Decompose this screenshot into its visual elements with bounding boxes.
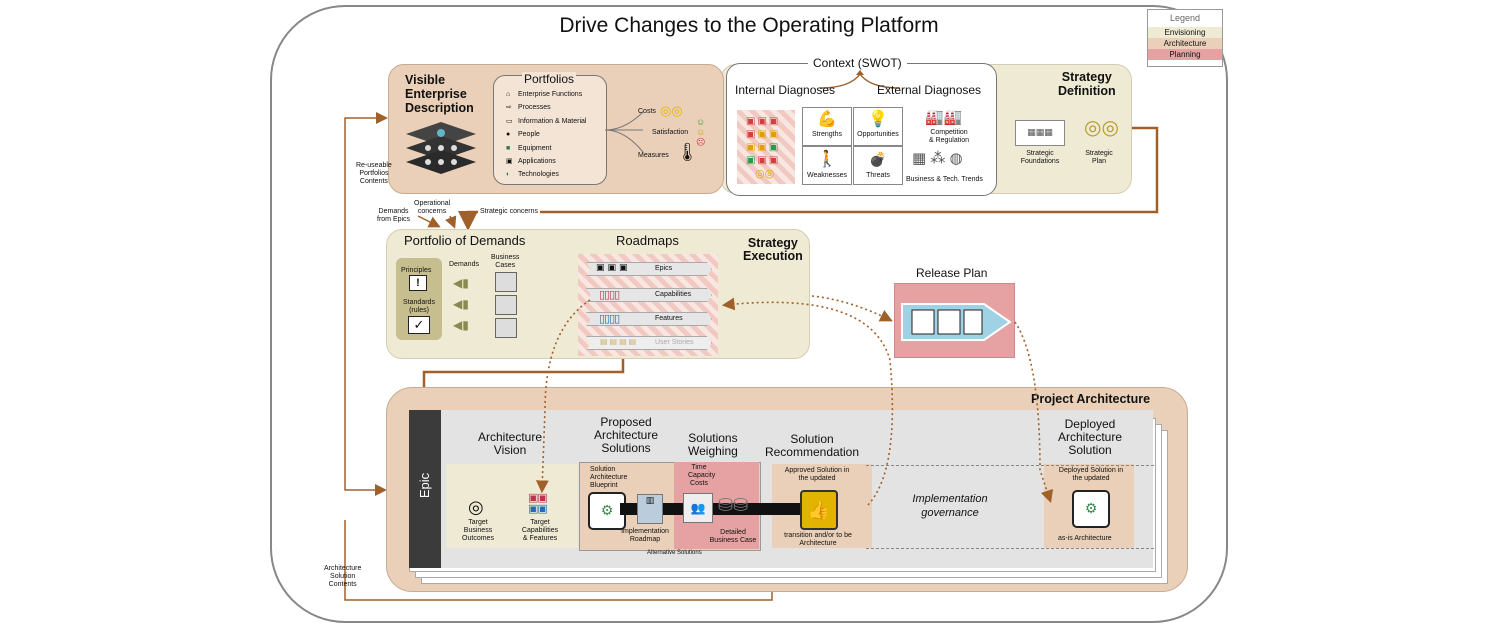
outer-frame bbox=[270, 5, 1228, 623]
portfolio-of-demands-label: Portfolio of Demands bbox=[404, 233, 526, 248]
factory-icon: 🏭🏭 bbox=[925, 109, 963, 126]
visible-enterprise-title: Visible Enterprise Description bbox=[405, 73, 474, 115]
portfolios-connector bbox=[605, 111, 644, 153]
release-plan-chevron bbox=[901, 303, 1012, 341]
epic-icons: ▣▣▣ bbox=[596, 262, 631, 272]
user-story-icons: ▤▤▤▤ bbox=[600, 337, 639, 346]
competition-label: Competition& Regulation bbox=[928, 129, 970, 144]
solution-path-bar bbox=[620, 503, 810, 515]
measures-label: Measures bbox=[638, 152, 669, 159]
legend: Legend Envisioning Architecture Planning bbox=[1147, 9, 1223, 67]
server-icon: ▥ bbox=[637, 494, 663, 524]
internal-diagnoses-label: Internal Diagnoses bbox=[735, 83, 836, 97]
legend-architecture: Architecture bbox=[1148, 38, 1222, 49]
costs-label: Costs bbox=[638, 108, 656, 115]
legend-planning: Planning bbox=[1148, 49, 1222, 60]
swot-grid: 💪Strengths 💡Opportunities 🚶Weaknesses 💣T… bbox=[802, 107, 904, 185]
epic-sidebar bbox=[409, 410, 441, 568]
standards-label: Standards(rules) bbox=[403, 299, 435, 314]
portfolios-list: ⌂Enterprise Functions ⇨Processes ▭Inform… bbox=[506, 91, 587, 179]
thumbs-up-icon: 👍 bbox=[800, 490, 838, 530]
legend-envisioning: Envisioning bbox=[1148, 27, 1222, 38]
threats-tile: 💣Threats bbox=[853, 146, 903, 185]
business-trends-label: Business & Tech. Trends bbox=[906, 176, 983, 183]
roadmap-epics-row: Epics bbox=[586, 262, 712, 276]
roadmaps-label: Roadmaps bbox=[616, 233, 679, 248]
business-case-icons bbox=[495, 272, 517, 338]
smiley-icons: ☺☺☹ bbox=[696, 117, 706, 147]
context-title: Context (SWOT) bbox=[808, 56, 907, 70]
strategic-plan-icon: ◎◎ bbox=[1084, 117, 1119, 139]
megaphone-icons: ◀▮◀▮◀▮ bbox=[453, 276, 469, 332]
page-title: Drive Changes to the Operating Platform bbox=[559, 14, 939, 37]
roadmap-capabilities-row: Capabilities bbox=[586, 288, 712, 302]
legend-title: Legend bbox=[1169, 13, 1201, 23]
alternative-solutions-label: Alternative Solutions bbox=[647, 550, 702, 556]
context-branch-arrows bbox=[819, 70, 901, 89]
enterprise-layers-icon bbox=[406, 122, 476, 174]
weaknesses-tile: 🚶Weaknesses bbox=[802, 146, 852, 185]
portfolios-title: Portfolios bbox=[522, 72, 577, 86]
project-architecture-title: Project Architecture bbox=[1031, 392, 1151, 406]
strategic-concerns-label: Strategic concerns bbox=[478, 208, 540, 216]
capability-icons: ▯▯▯▯ bbox=[599, 289, 620, 301]
opportunities-tile: 💡Opportunities bbox=[853, 107, 903, 146]
thermometer-icon: 🌡 bbox=[676, 142, 699, 162]
demands-label: Demands bbox=[449, 261, 479, 268]
standards-checkbox-icon: ✓ bbox=[408, 316, 430, 334]
strategic-foundations-icon: ▦▦▦ bbox=[1015, 120, 1065, 146]
governance-band bbox=[866, 465, 1154, 549]
satisfaction-label: Satisfaction bbox=[652, 129, 689, 136]
weighing-people-icon: 👥 bbox=[683, 493, 713, 523]
feature-icons: ▯▯▯▯ bbox=[599, 313, 620, 325]
strengths-tile: 💪Strengths bbox=[802, 107, 852, 146]
internal-matrix: ▣▣▣▣▣▣▣▣▣▣▣▣ ◎◎ bbox=[737, 110, 795, 184]
deployed-architecture-icon: ⚙ bbox=[1072, 490, 1110, 528]
principles-icon: ! bbox=[409, 275, 427, 291]
coin-stack-icon: ⛁⛁ bbox=[718, 495, 749, 515]
target-icon: ◎ bbox=[468, 497, 484, 517]
principles-label: Principles bbox=[401, 267, 432, 274]
coins-icon: ◎◎ bbox=[660, 103, 683, 118]
external-diagnoses-label: External Diagnoses bbox=[877, 83, 982, 97]
asis-architecture-label: as-is Architecture bbox=[1058, 535, 1112, 542]
release-plan-title: Release Plan bbox=[916, 266, 988, 280]
capabilities-features-icon: ▣▣▣▣ bbox=[528, 492, 548, 515]
trends-icon: ▦ ⁂ ◍ bbox=[912, 150, 963, 167]
